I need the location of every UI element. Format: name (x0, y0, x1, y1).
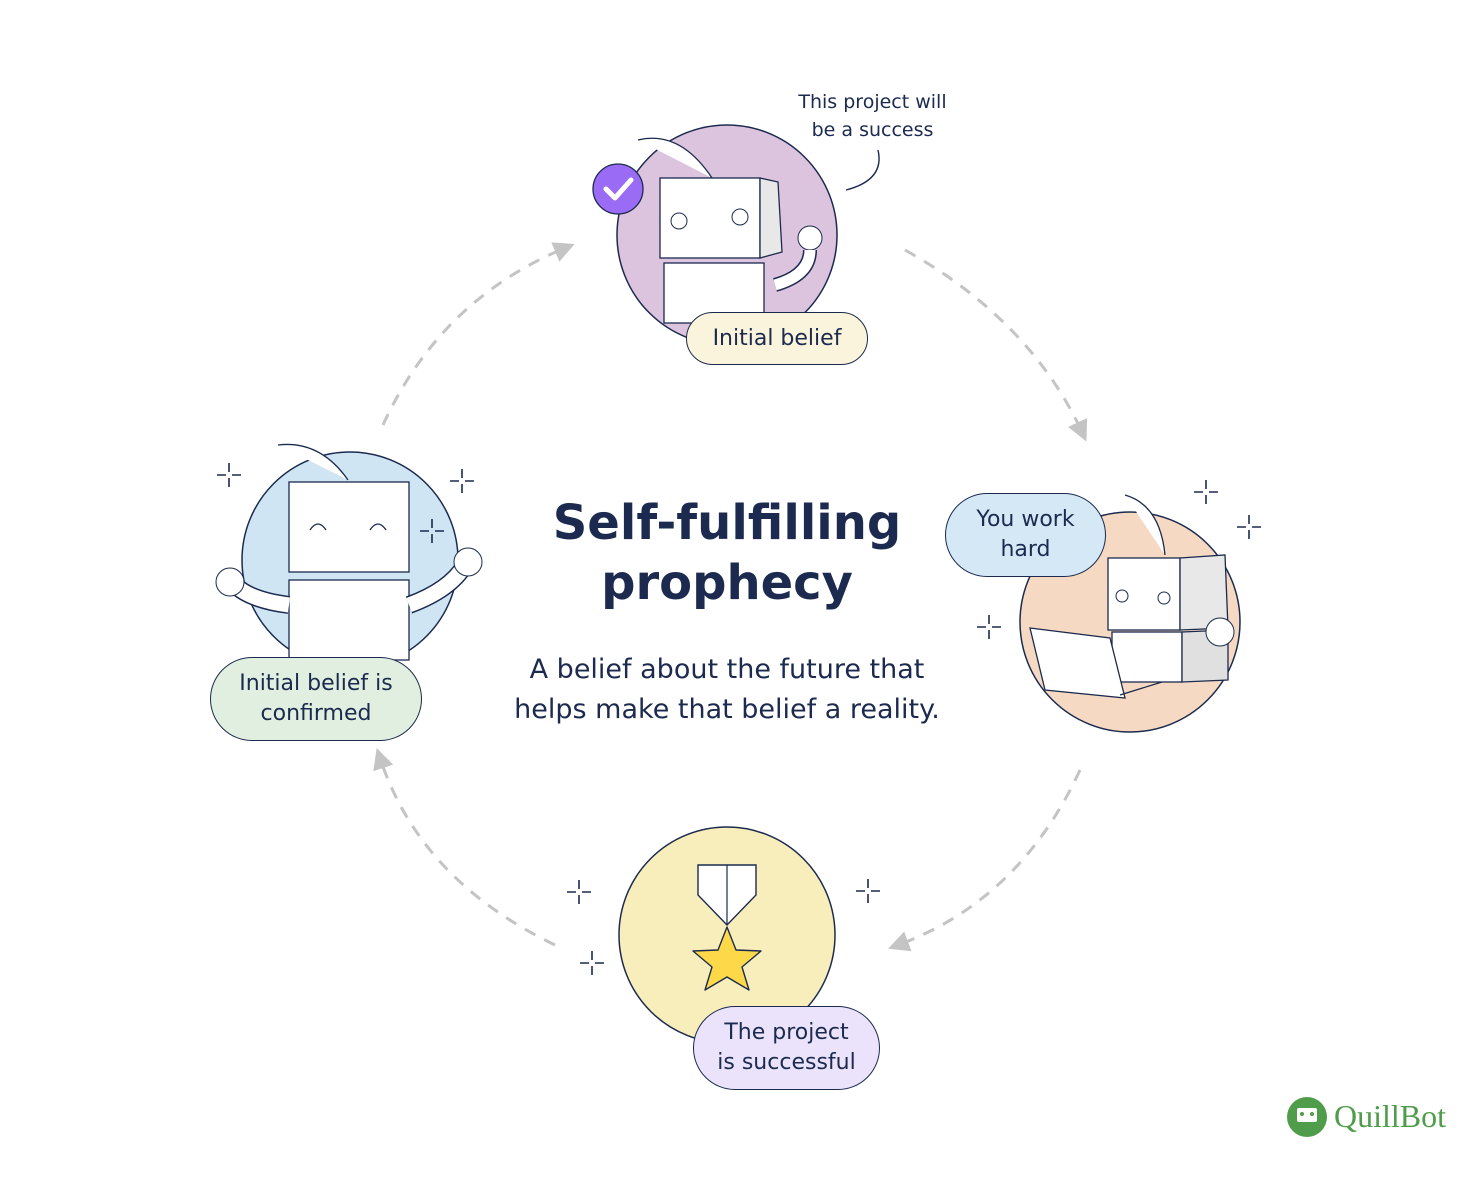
speech-line: be a success (811, 119, 934, 141)
step-label-belief-confirmed: Initial belief is confirmed (210, 657, 422, 741)
brand-name: QuillBot (1334, 1098, 1447, 1134)
step-label-work-hard: You work hard (945, 493, 1106, 577)
definition-line: A belief about the future that (529, 654, 925, 685)
robot-working-illustration (976, 479, 1262, 733)
step-label-text: You work (976, 507, 1075, 532)
arrow-right-to-bottom (888, 769, 1082, 952)
quillbot-logo-icon (1287, 1097, 1327, 1137)
step-label-text: The project (724, 1020, 849, 1045)
medal-illustration (566, 826, 881, 1044)
step-label-text: confirmed (260, 701, 372, 726)
arrow-bottom-to-left (373, 748, 556, 947)
speech-line: This project will (798, 91, 947, 113)
step-label-project-successful: The project is successful (693, 1006, 880, 1090)
arrow-top-to-right (904, 248, 1088, 442)
check-icon (592, 163, 644, 215)
speech-bubble-text: This project will be a success (780, 88, 965, 144)
title-line: prophecy (601, 555, 853, 611)
definition-text: A belief about the future that helps make… (480, 650, 974, 730)
step-label-initial-belief: Initial belief (686, 312, 868, 365)
step-label-text: hard (1000, 537, 1051, 562)
title-line: Self-fulfilling (552, 495, 902, 551)
definition-line: helps make that belief a reality. (514, 694, 940, 725)
star-icon (692, 926, 762, 991)
robot-celebrating-illustration (215, 443, 483, 669)
step-label-text: Initial belief (712, 325, 842, 351)
arrow-left-to-top (381, 242, 575, 426)
step-label-text: Initial belief is (239, 671, 393, 696)
step-label-text: is successful (717, 1050, 856, 1075)
